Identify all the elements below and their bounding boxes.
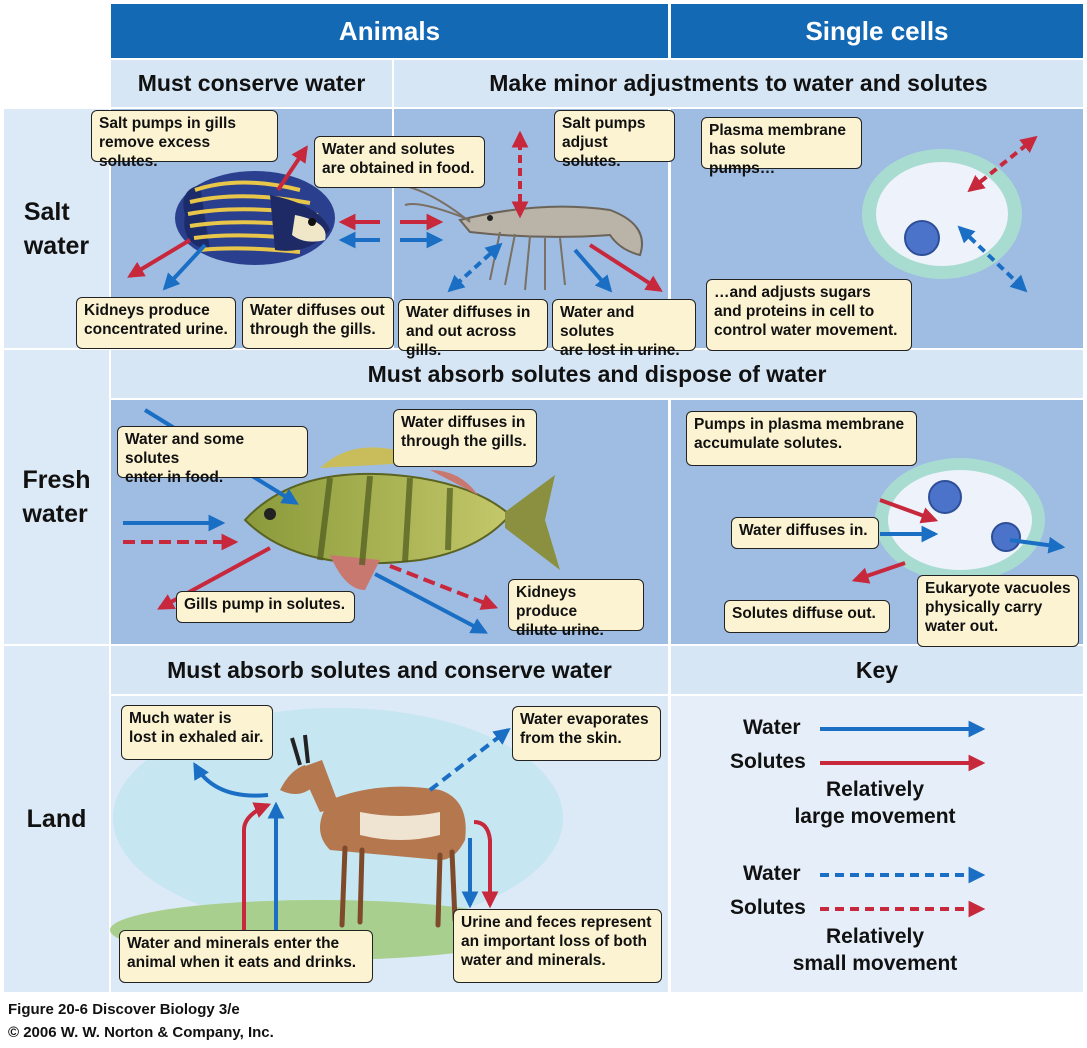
pronghorn-illustration [280,734,466,928]
callout-pumps-accumulate: Pumps in plasma membrane accumulate solu… [686,411,917,466]
callout-kidneys-dilute: Kidneys produce dilute urine. [508,579,644,639]
header-animals: Animals [111,4,668,58]
row-label-land: Land [4,646,109,992]
figure-caption: Figure 20-6 Discover Biology 3/e [8,1001,240,1018]
angelfish-illustration [175,171,335,265]
callout-solutes-diffuse-out: Solutes diffuse out. [724,600,890,633]
key-water-large-label: Water [743,716,801,739]
shrimp-illustration [399,184,643,291]
callout-water-solutes-food: Water and solutes are obtained in food. [314,136,485,188]
perch-illustration [243,447,560,590]
callout-minerals-enter: Water and minerals enter the animal when… [119,930,373,983]
row-label-fresh-water: Fresh water [4,350,109,644]
header-single-cells: Single cells [671,4,1083,58]
callout-evaporates: Water evaporates from the skin. [512,706,661,761]
copyright: © 2006 W. W. Norton & Company, Inc. [8,1024,274,1041]
key-water-small-label: Water [743,862,801,885]
key-small-movement-caption: Relatively small movement [792,925,958,975]
callout-exhaled: Much water is lost in exhaled air. [121,705,273,760]
callout-salt-pumps-gills: Salt pumps in gills remove excess solute… [91,110,278,170]
callout-lost-in-urine: Water and solutes are lost in urine. [552,299,696,359]
callout-urine-feces: Urine and feces represent an important l… [453,909,662,983]
panel-key [671,696,1083,992]
subheader-absorb-dispose: Must absorb solutes and dispose of water [111,350,1083,398]
subheader-key: Key [671,646,1083,694]
callout-water-diffuses-in: Water diffuses in. [731,517,879,549]
callout-kidneys-concentrated: Kidneys produce concentrated urine. [76,297,236,349]
subheader-minor-adjust: Make minor adjustments to water and solu… [394,60,1083,107]
fresh-cell-illustration [875,458,1045,582]
callout-vacuoles: Eukaryote vacuoles physically carry wate… [917,575,1079,647]
callout-water-some-solutes: Water and some solutes enter in food. [117,426,308,486]
callout-adjusts-sugars: …and adjusts sugars and proteins in cell… [706,279,912,351]
key-solutes-small-label: Solutes [730,896,806,919]
callout-salt-pumps-adjust: Salt pumps adjust solutes. [554,110,675,170]
salt-cell-illustration [862,149,1022,279]
callout-gills-pump: Gills pump in solutes. [176,591,355,623]
callout-water-diffuses-out: Water diffuses out through the gills. [242,297,394,349]
subheader-must-conserve: Must conserve water [111,60,392,107]
key-large-movement-caption: Relatively large movement [794,778,956,828]
callout-plasma-membrane: Plasma membrane has solute pumps… [701,117,862,177]
subheader-absorb-conserve: Must absorb solutes and conserve water [111,646,668,694]
callout-water-diffuses-in-gills: Water diffuses in through the gills. [393,409,537,467]
callout-water-diffuses-inout: Water diffuses in and out across gills. [398,299,548,359]
key-solutes-large-label: Solutes [730,750,806,773]
